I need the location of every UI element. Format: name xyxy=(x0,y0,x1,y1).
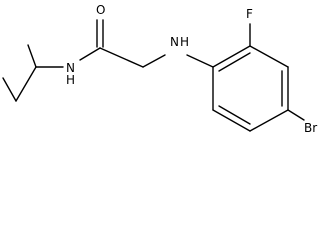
atom-amine-nitrogen-label: N xyxy=(170,35,179,49)
bond-ring-bromine xyxy=(287,109,305,121)
atom-oxygen-label: O xyxy=(96,3,105,17)
atom-amide-nitrogen-label: N xyxy=(66,61,75,75)
ring-bond-c2-c3 xyxy=(249,45,289,68)
bond-carbonyl-ch2 xyxy=(99,47,144,68)
ring-bond-c5-c6 xyxy=(212,109,251,132)
ring-inner-double-1 xyxy=(218,52,251,72)
bond-ethyl-ch3-ch2 xyxy=(2,77,17,102)
bond-ch-methyl xyxy=(27,44,37,68)
atom-fluorine-label: F xyxy=(246,7,253,21)
bond-ch2-nh xyxy=(142,54,166,68)
atom-amine-hydrogen-label: H xyxy=(180,35,189,49)
ring-bond-c4-c5 xyxy=(249,109,289,132)
ring-inner-double-3 xyxy=(218,105,251,125)
atom-bromine-label: Br xyxy=(304,121,317,135)
structure-canvas: O N H N H F Br xyxy=(2,3,317,135)
bond-ethyl-ch2-ch xyxy=(15,66,37,102)
molecule-drawing: O N H N H F Br xyxy=(2,3,317,135)
bond-nh-carbonyl xyxy=(79,47,101,61)
atom-amide-hydrogen-label: H xyxy=(66,73,75,87)
ring-bond-c1-c2 xyxy=(212,45,251,68)
bond-nh-ring xyxy=(186,54,214,68)
